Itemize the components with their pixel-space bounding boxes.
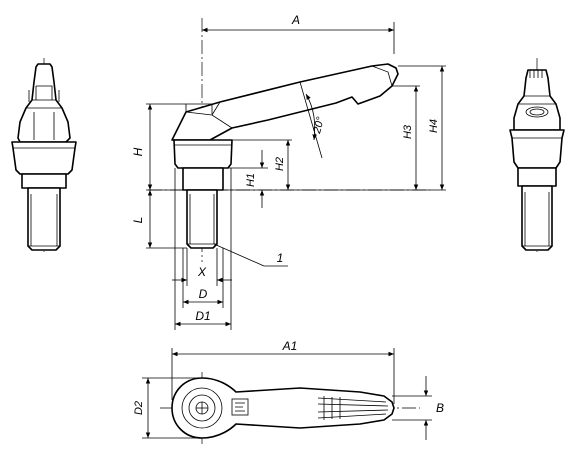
dimension-labels: A A1 H L H1 H2 H3 H4 20° X D D1 D2 B 1 (131, 13, 444, 415)
label-angle: 20° (311, 115, 327, 136)
dimensions (142, 22, 446, 440)
label-H3: H3 (402, 124, 414, 139)
label-L: L (131, 217, 145, 224)
label-A: A (291, 13, 300, 27)
label-H1: H1 (245, 173, 257, 187)
label-D2: D2 (133, 401, 145, 415)
label-X: X (197, 265, 207, 279)
top-view (160, 372, 420, 444)
label-H4: H4 (428, 119, 440, 133)
label-A1: A1 (282, 339, 298, 353)
label-D1: D1 (195, 309, 210, 323)
label-D: D (199, 287, 208, 301)
right-side-view (509, 58, 565, 252)
left-side-view (11, 58, 77, 252)
label-item-1: 1 (277, 251, 284, 265)
label-H2: H2 (274, 157, 286, 171)
label-B: B (436, 401, 444, 415)
label-H: H (131, 147, 145, 156)
